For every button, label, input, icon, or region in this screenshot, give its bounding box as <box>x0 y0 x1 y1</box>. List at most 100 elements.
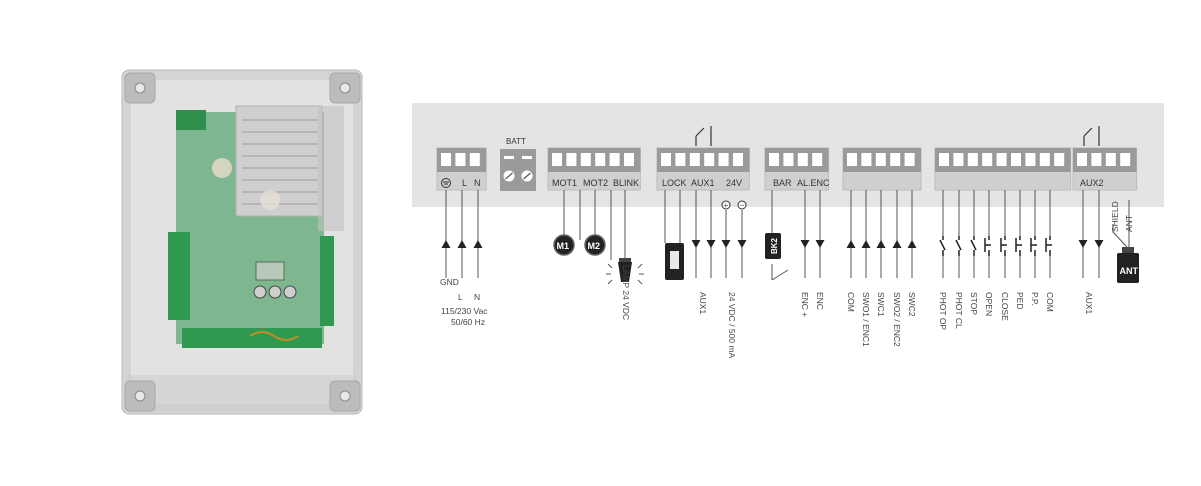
terminal-screw <box>704 153 715 166</box>
header-aux2: AUX2 <box>1080 178 1104 188</box>
terminal-screw <box>904 153 915 166</box>
terminal-block-aux2 <box>1072 147 1138 191</box>
header-bar: BAR <box>773 178 792 188</box>
terminal-block-mains <box>436 147 487 191</box>
nc-contact-icon <box>939 236 946 256</box>
vertical-label-swo2: SWO2 / ENC2 <box>892 292 902 347</box>
vertical-label-close: CLOSE <box>1000 292 1010 321</box>
header-l: L <box>462 178 467 188</box>
terminal-screw <box>861 153 872 166</box>
terminal-screw <box>1039 153 1050 166</box>
header-aux1: AUX1 <box>691 178 715 188</box>
terminal-block-bar <box>764 147 830 191</box>
mains-voltage-label: 115/230 Vac <box>441 306 488 316</box>
terminal-screw <box>996 153 1007 166</box>
l-label: L <box>458 292 463 302</box>
input-arrow-icon <box>861 240 871 248</box>
terminal-screw <box>566 153 577 166</box>
terminal-screw <box>1054 153 1065 166</box>
vertical-label-swo1: SWO1 / ENC1 <box>861 292 871 347</box>
output-arrow-icon <box>1094 240 1104 248</box>
output-arrow-icon <box>721 240 731 248</box>
flashing-lamp-icon <box>606 258 644 285</box>
battery-terminal <box>500 149 536 191</box>
header-mot1: MOT1 <box>552 178 577 188</box>
input-arrow-icon <box>441 240 451 248</box>
terminal-block-motors <box>547 147 641 191</box>
nc-contact-icon <box>970 236 977 256</box>
output-arrow-icon <box>815 240 825 248</box>
relay-contact-icon <box>695 126 712 146</box>
output-arrow-icon <box>800 240 810 248</box>
terminal-screw <box>689 153 700 166</box>
mains-labels: GND L N 115/230 Vac 50/60 Hz <box>440 277 488 327</box>
vertical-label-lamp: LAMP 24 VDC <box>621 265 631 320</box>
motor-2-icon: M2 <box>584 234 606 256</box>
input-arrow-icon <box>846 240 856 248</box>
output-arrow-icon <box>1078 240 1088 248</box>
terminal-screw <box>953 153 964 166</box>
header-lock: LOCK <box>662 178 687 188</box>
batt-label: BATT <box>506 137 526 146</box>
antenna-icon: ANT <box>1112 200 1139 283</box>
terminal-screw <box>1077 153 1087 166</box>
gnd-label: GND <box>440 277 459 287</box>
header-24v: 24V <box>726 178 742 188</box>
control-board <box>168 105 344 348</box>
plus-label: + <box>723 200 728 210</box>
terminal-screw <box>661 153 671 166</box>
terminal-screw <box>890 153 901 166</box>
vertical-label-stop: STOP <box>969 292 979 315</box>
no-contact-icon <box>984 236 991 256</box>
motor-1-label: M1 <box>557 241 570 251</box>
motor-1-icon: M1 <box>553 234 575 256</box>
no-contact-icon <box>1030 236 1037 256</box>
terminal-screw <box>624 153 634 166</box>
output-arrow-icon <box>706 240 716 248</box>
input-arrow-icon <box>907 240 917 248</box>
terminal-screw <box>733 153 743 166</box>
vertical-label-open: OPEN <box>984 292 994 316</box>
vertical-label-com1: COM <box>846 292 856 312</box>
terminal-screw <box>847 153 857 166</box>
terminal-screw <box>875 153 886 166</box>
input-arrow-icon <box>876 240 886 248</box>
vertical-label-com2: COM <box>1045 292 1055 312</box>
motor-2-label: M2 <box>588 241 601 251</box>
no-contact-icon <box>1015 236 1022 256</box>
terminal-screw <box>812 153 823 166</box>
output-arrow-icon <box>691 240 701 248</box>
n-label: N <box>474 292 480 302</box>
input-arrow-icon <box>473 240 483 248</box>
terminal-block-inputs <box>934 147 1072 191</box>
terminal-screw <box>552 153 562 166</box>
output-arrow-icon <box>737 240 747 248</box>
no-contact-icon <box>1045 236 1052 256</box>
vertical-label-aux1-right: AUX1 <box>1084 292 1094 314</box>
terminal-screw <box>595 153 606 166</box>
terminal-screw <box>797 153 808 166</box>
mains-frequency-label: 50/60 Hz <box>451 317 485 327</box>
header-n: N <box>474 178 481 188</box>
header-mot2: MOT2 <box>583 178 608 188</box>
terminal-screw <box>441 153 451 166</box>
vertical-label-swc2: SWC2 <box>907 292 917 317</box>
polarity-symbols: + − <box>721 200 747 210</box>
no-contact-icon <box>1000 236 1007 256</box>
header-blink: BLINK <box>613 178 639 188</box>
vertical-label-photop: PHOT OP <box>938 292 948 330</box>
terminal-screw <box>769 153 779 166</box>
terminal-screw <box>1120 153 1131 166</box>
terminal-screw <box>1025 153 1036 166</box>
terminal-screw <box>469 153 480 166</box>
vertical-label-swc1: SWC1 <box>876 292 886 317</box>
terminal-screw <box>1105 153 1116 166</box>
nc-contact-icon <box>955 236 962 256</box>
vertical-label-pp: P.P. <box>1030 292 1040 306</box>
terminal-screw <box>967 153 978 166</box>
shield-label: SHIELD <box>1110 201 1120 232</box>
terminal-screw <box>982 153 993 166</box>
bk2-icon: BK2 <box>765 233 789 281</box>
electric-lock-icon <box>665 243 684 280</box>
